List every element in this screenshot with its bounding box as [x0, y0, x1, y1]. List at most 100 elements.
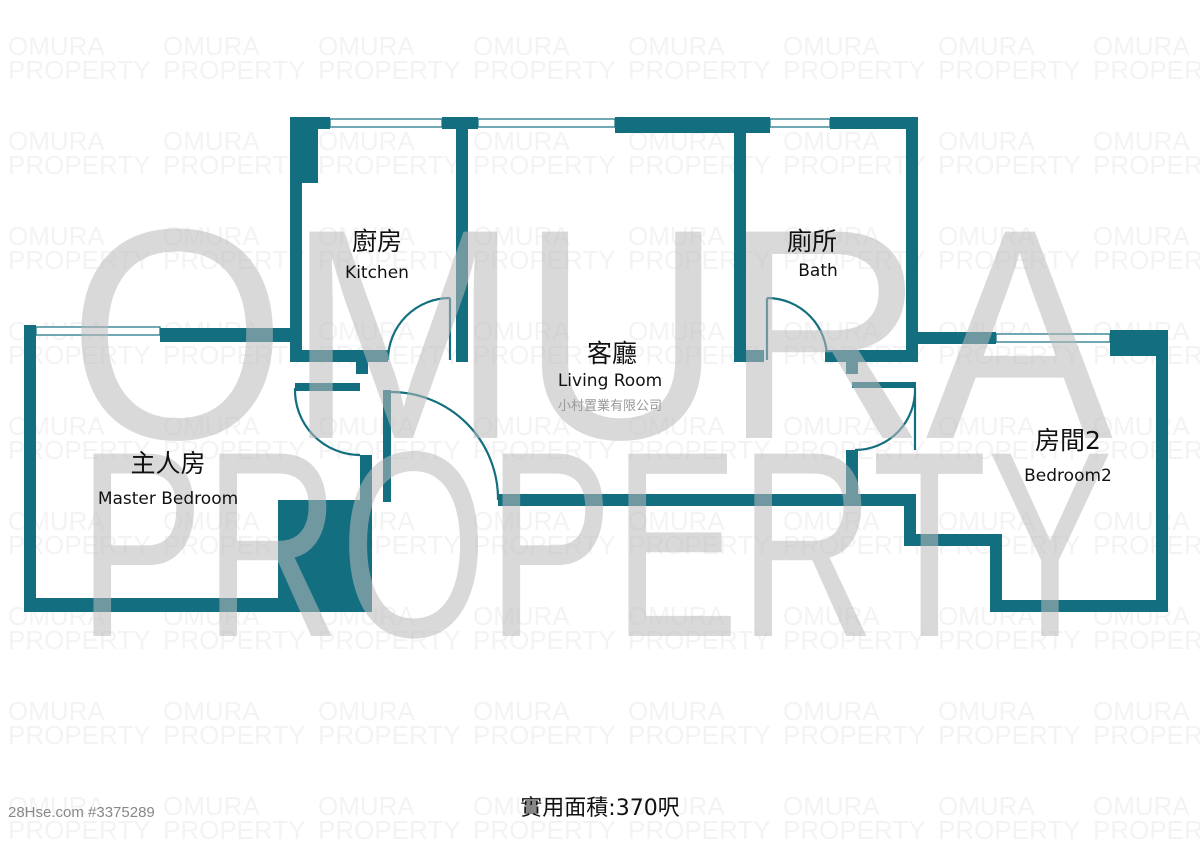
watermark-tile-text: PROPERTY — [473, 530, 616, 560]
watermark-tile-text: OMURA — [318, 696, 415, 726]
watermark-tile-text: OMURA — [473, 221, 570, 251]
watermark-tile-text: PROPERTY — [938, 815, 1081, 845]
watermark-tile-text: PROPERTY — [8, 150, 151, 180]
watermark-tile-text: OMURA — [163, 791, 260, 821]
watermark-tile-text: OMURA — [938, 221, 1035, 251]
watermark-tile-text: PROPERTY — [628, 245, 771, 275]
watermark-tile-text: PROPERTY — [318, 245, 461, 275]
living-label-en: Living Room — [558, 371, 662, 391]
watermark-tile-text: OMURA — [628, 316, 725, 346]
watermark-tile-text: PROPERTY — [163, 245, 306, 275]
watermark-tile-text: PROPERTY — [318, 625, 461, 655]
living-label-cn: 客廳 — [587, 339, 637, 368]
watermark-tile-text: OMURA — [938, 31, 1035, 61]
watermark-tile-text: PROPERTY — [473, 815, 616, 845]
watermark-tile-text: PROPERTY — [783, 55, 926, 85]
watermark-tile-text: PROPERTY — [1093, 815, 1200, 845]
watermark-tile-text: PROPERTY — [783, 815, 926, 845]
watermark-tile-text: PROPERTY — [8, 625, 151, 655]
watermark-tile-text: OMURA — [473, 411, 570, 441]
watermark-tile-text: PROPERTY — [938, 55, 1081, 85]
watermark-tile-text: PROPERTY — [938, 435, 1081, 465]
watermark-tile-text: OMURA — [163, 31, 260, 61]
watermark-tile-text: OMURA — [783, 791, 880, 821]
watermark-tile-text: PROPERTY — [628, 150, 771, 180]
watermark-tile-text: OMURA — [473, 126, 570, 156]
watermark-tile-text: OMURA — [783, 696, 880, 726]
watermark-tile-text: PROPERTY — [473, 340, 616, 370]
watermark-tile-text: PROPERTY — [163, 815, 306, 845]
watermark-tile-text: PROPERTY — [8, 720, 151, 750]
big-watermark: OMURA PROPERTY — [68, 166, 1114, 693]
watermark-tile-text: OMURA — [628, 31, 725, 61]
watermark-tile-text: PROPERTY — [938, 150, 1081, 180]
bedroom2-label-cn: 房間2 — [1035, 426, 1101, 455]
watermark-tile-text: OMURA — [938, 506, 1035, 536]
watermark-tile-text: OMURA — [473, 316, 570, 346]
watermark-tile-text: OMURA — [628, 221, 725, 251]
walls — [24, 117, 1168, 612]
living-overlay-text: 小村置業有限公司 — [558, 398, 662, 414]
area-label: 實用面積:370呎 — [520, 796, 680, 821]
watermark-tile-text: PROPERTY — [938, 340, 1081, 370]
watermark-tile-text: OMURA — [8, 696, 105, 726]
watermark-tile-text: OMURA — [783, 126, 880, 156]
watermark-tile-text: PROPERTY — [938, 720, 1081, 750]
watermark-tile-text: PROPERTY — [1093, 530, 1200, 560]
kitchen-label-cn: 廚房 — [352, 227, 402, 256]
watermark-tile-text: PROPERTY — [628, 530, 771, 560]
watermark-tile-text: PROPERTY — [163, 55, 306, 85]
watermark-tile-text: OMURA — [473, 506, 570, 536]
watermark-tile-text: PROPERTY — [783, 720, 926, 750]
watermark-tile-text: OMURA — [318, 221, 415, 251]
watermark-tile-text: OMURA — [8, 31, 105, 61]
watermark-tile-text: PROPERTY — [1093, 55, 1200, 85]
watermark-tile-text: PROPERTY — [163, 340, 306, 370]
watermark-tile-text: OMURA — [783, 221, 880, 251]
watermark-tile-text: OMURA — [783, 316, 880, 346]
watermark-tile-text: OMURA — [318, 411, 415, 441]
watermark-tile-text: OMURA — [1093, 221, 1190, 251]
watermark-tile-text: OMURA — [783, 601, 880, 631]
watermark-tile-text: OMURA — [628, 791, 725, 821]
bedroom2-label-en: Bedroom2 — [1024, 466, 1112, 486]
watermark-tile-text: PROPERTY — [163, 625, 306, 655]
watermark-tile-text: OMURA — [473, 696, 570, 726]
watermark-tile-text: OMURA — [628, 696, 725, 726]
kitchen-label-en: Kitchen — [345, 263, 409, 283]
watermark-tile-text: PROPERTY — [8, 815, 151, 845]
watermark-tile-text: PROPERTY — [628, 625, 771, 655]
watermark-tile-text: PROPERTY — [473, 150, 616, 180]
watermark-tile-text: PROPERTY — [318, 55, 461, 85]
watermark-tile-text: PROPERTY — [783, 530, 926, 560]
watermark-tile-text: PROPERTY — [473, 55, 616, 85]
watermark-tile-text: OMURA — [1093, 791, 1190, 821]
watermark-tile-text: OMURA — [318, 791, 415, 821]
watermark-tile-text: OMURA — [8, 126, 105, 156]
watermark-tile-text: PROPERTY — [1093, 435, 1200, 465]
watermark-tile-text: OMURA — [163, 221, 260, 251]
watermark-tile-text: OMURA — [1093, 31, 1190, 61]
watermark-tile-text: PROPERTY — [628, 815, 771, 845]
watermark-tile-text: OMURA — [473, 791, 570, 821]
windows — [35, 118, 1111, 343]
watermark-tile-text: PROPERTY — [1093, 245, 1200, 275]
watermark-tile-text: PROPERTY — [783, 150, 926, 180]
watermark-tile-text: OMURA — [1093, 696, 1190, 726]
watermark-tile-text: PROPERTY — [318, 720, 461, 750]
watermark-tile-text: OMURA — [628, 601, 725, 631]
watermark-tile-text: PROPERTY — [473, 435, 616, 465]
watermark-tile-text: OMURA — [163, 411, 260, 441]
watermark-tile-text: OMURA — [783, 506, 880, 536]
watermark-tile-text: PROPERTY — [783, 245, 926, 275]
watermark-tile-text: OMURA — [783, 411, 880, 441]
watermark-tile-text: OMURA — [628, 411, 725, 441]
watermark-tile-text: OMURA — [938, 791, 1035, 821]
watermark-tile-text: OMURA — [938, 126, 1035, 156]
listing-id: 28Hse.com #3375289 — [8, 804, 155, 821]
doors — [293, 296, 917, 501]
watermark-tile-text: PROPERTY — [783, 625, 926, 655]
svg-text:OMURA: OMURA — [68, 166, 1114, 502]
watermark-tile-text: PROPERTY — [938, 625, 1081, 655]
